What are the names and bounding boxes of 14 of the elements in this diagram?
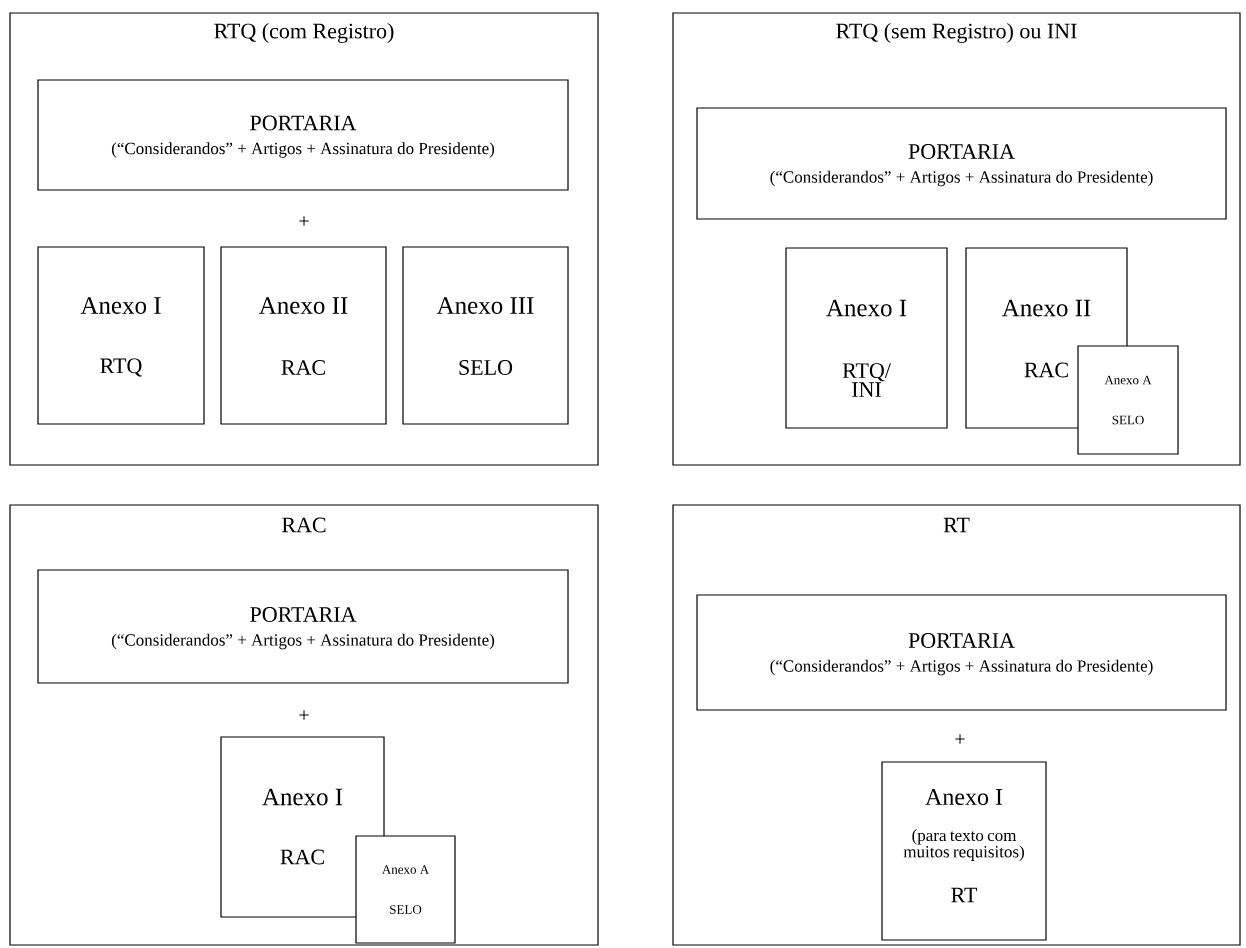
annex-box: Anexo I (para texto com muitos requisitos) RT xyxy=(881,761,1047,941)
annex-box: Anexo II RAC xyxy=(220,246,387,425)
annex-box: Anexo I RTQ/ INI xyxy=(785,247,948,429)
annex-box: Anexo A SELO xyxy=(1077,345,1179,455)
annex-box: Anexo A SELO xyxy=(355,835,456,944)
portaria-box: PORTARIA (“Considerandos” + Artigos + Assinatura do Presidente) xyxy=(696,594,1227,711)
plus-sign: + xyxy=(299,216,309,226)
plus-sign: + xyxy=(299,710,309,720)
annex-box: Anexo III SELO xyxy=(402,246,569,425)
annex-box: Anexo I RTQ xyxy=(37,246,205,425)
plus-sign: + xyxy=(955,734,965,744)
portaria-box: PORTARIA (“Considerandos” + Artigos + Assinatura do Presidente) xyxy=(696,107,1227,220)
portaria-box: PORTARIA (“Considerandos” + Artigos + Assinatura do Presidente) xyxy=(37,79,569,191)
portaria-box: PORTARIA (“Considerandos” + Artigos + Assinatura do Presidente) xyxy=(37,569,569,684)
